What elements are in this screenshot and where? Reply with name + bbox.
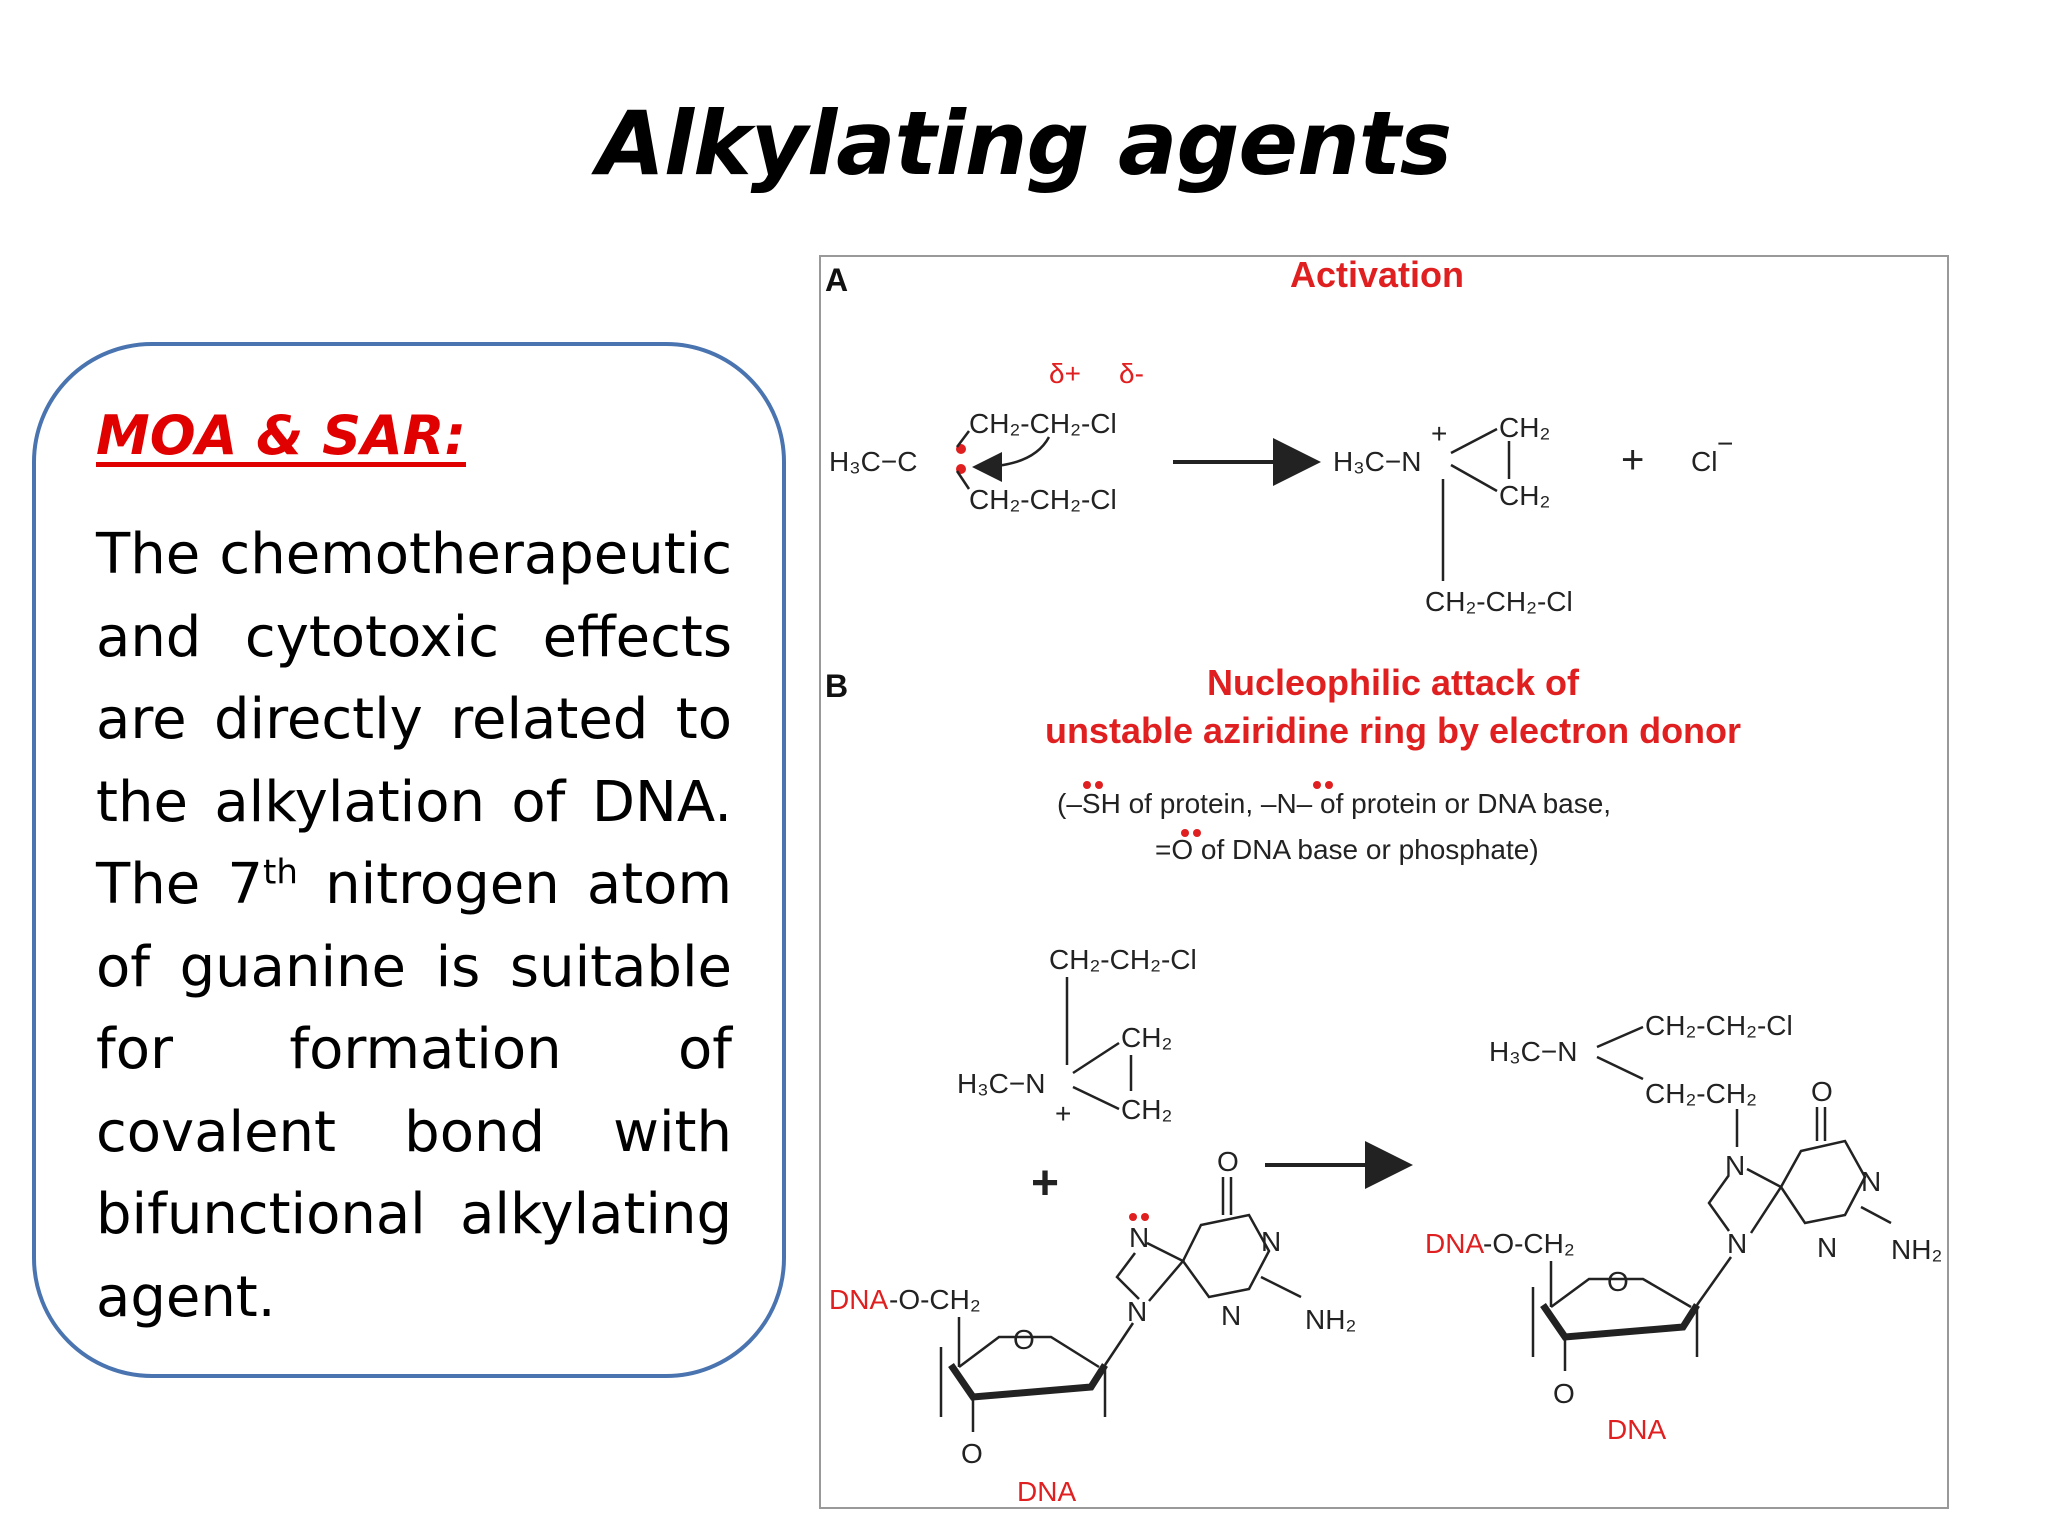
lone-pair-dot bbox=[1325, 781, 1333, 789]
phosphate-o: O bbox=[961, 1438, 983, 1469]
bond-line bbox=[955, 470, 971, 490]
panel-b-label: B bbox=[825, 668, 848, 704]
bond-line bbox=[1596, 1025, 1644, 1049]
aziridine-ch2-bottom: CH₂ bbox=[1499, 480, 1550, 511]
lone-pair-dot bbox=[1129, 1213, 1137, 1221]
moa-text-box: MOA & SAR: The chemotherapeutic and cyto… bbox=[32, 342, 786, 1378]
guanine-n3: N bbox=[1221, 1300, 1241, 1331]
moa-heading: MOA & SAR: bbox=[96, 404, 466, 467]
delta-minus: δ- bbox=[1119, 358, 1144, 389]
chloride-ion: Cl bbox=[1691, 446, 1717, 477]
donor-list-line2: =O of DNA base or phosphate) bbox=[1155, 834, 1539, 865]
moa-text-superscript: th bbox=[263, 852, 298, 893]
product-n7: N bbox=[1725, 1150, 1745, 1181]
plus-sign-b: + bbox=[1031, 1157, 1059, 1210]
aziridinium-ch2-bottom: CH₂ bbox=[1121, 1094, 1172, 1125]
aziridinium-ch2-top: CH₂ bbox=[1121, 1022, 1172, 1053]
product-imidazole-ring bbox=[1746, 1167, 1783, 1234]
product-sugar-ring-top bbox=[1550, 1277, 1692, 1309]
aziridine-ch2-top: CH₂ bbox=[1499, 412, 1550, 443]
product-n1: N bbox=[1861, 1166, 1881, 1197]
aziridinium-h3c: H₃C−N bbox=[957, 1068, 1045, 1099]
panel-a-label: A bbox=[825, 262, 848, 298]
delta-plus: δ+ bbox=[1049, 358, 1081, 389]
reactant-h3c: H₃C−C bbox=[829, 446, 917, 477]
product-sugar-ring-bottom bbox=[1540, 1303, 1700, 1341]
bond-line bbox=[1695, 1256, 1733, 1306]
product-plus-charge: + bbox=[1431, 418, 1447, 449]
sugar-ring-bottom bbox=[948, 1363, 1108, 1401]
guanine-n9: N bbox=[1127, 1296, 1147, 1327]
product-carbonyl-o: O bbox=[1811, 1076, 1833, 1107]
sugar-ring-top bbox=[958, 1335, 1100, 1369]
chloride-charge: − bbox=[1717, 428, 1733, 459]
guanine-carbonyl-o: O bbox=[1217, 1146, 1239, 1177]
moa-text-part2: nitrogen atom of guanine is suitable for… bbox=[96, 852, 732, 1330]
product-dna-label-bottom: DNA bbox=[1607, 1414, 1666, 1445]
aziridinium-chain: CH₂-CH₂-Cl bbox=[1049, 944, 1197, 975]
guanine-nh2: NH₂ bbox=[1305, 1304, 1356, 1335]
mechanism-diagram: A Activation δ+ δ- H₃C−C CH₂-CH₂-Cl CH₂-… bbox=[825, 257, 1942, 1507]
product-dna-label: DNA bbox=[1425, 1228, 1484, 1259]
product-chain-link: CH₂-CH₂ bbox=[1645, 1078, 1757, 1109]
moa-paragraph: The chemotherapeutic and cytotoxic effec… bbox=[96, 514, 732, 1339]
reactant-arm-bottom: CH₂-CH₂-Cl bbox=[969, 484, 1117, 515]
product-h3c-n: H₃C−N bbox=[1489, 1036, 1577, 1067]
lone-pair-dot bbox=[1141, 1213, 1149, 1221]
moa-text-part1: The chemotherapeutic and cytotoxic effec… bbox=[96, 522, 732, 917]
panel-b-title-line2: unstable aziridine ring by electron dono… bbox=[1045, 710, 1741, 751]
bond-line bbox=[1103, 1322, 1135, 1366]
product-pyrimidine-ring bbox=[1779, 1139, 1867, 1225]
bond-line bbox=[1072, 1085, 1120, 1111]
guanine-n1: N bbox=[1261, 1226, 1281, 1257]
bond-line bbox=[1596, 1055, 1644, 1081]
product-chain-top: CH₂-CH₂-Cl bbox=[1645, 1010, 1793, 1041]
slide-title: Alkylating agents bbox=[596, 92, 1452, 195]
lone-pair-dot bbox=[1181, 829, 1189, 837]
lone-pair-dot bbox=[1313, 781, 1321, 789]
product-chain: CH₂-CH₂-Cl bbox=[1425, 586, 1573, 617]
bond-line bbox=[1450, 427, 1498, 455]
sugar-oxygen: O bbox=[1013, 1324, 1035, 1355]
lone-pair-dot bbox=[1095, 781, 1103, 789]
lone-pair-dot bbox=[1193, 829, 1201, 837]
product-sugar-oxygen: O bbox=[1607, 1266, 1629, 1297]
pyrimidine-ring bbox=[1181, 1213, 1271, 1299]
panel-a-title: Activation bbox=[1290, 257, 1464, 295]
product-n9: N bbox=[1727, 1228, 1747, 1259]
bond-line bbox=[1260, 1275, 1302, 1299]
product-nh2: NH₂ bbox=[1891, 1234, 1942, 1265]
guanine-n7: N bbox=[1129, 1222, 1149, 1253]
product-dna-o-ch2: -O-CH₂ bbox=[1483, 1228, 1575, 1259]
lone-pair-dot bbox=[1083, 781, 1091, 789]
panel-b-title-line1: Nucleophilic attack of bbox=[1207, 662, 1580, 703]
imidazole-ring bbox=[1115, 1252, 1140, 1300]
aziridinium-charge: + bbox=[1055, 1098, 1071, 1129]
product-n3: N bbox=[1817, 1232, 1837, 1263]
product-h3c: H₃C−N bbox=[1333, 446, 1421, 477]
donor-list-line1: (–SH of protein, –N– of protein or DNA b… bbox=[1057, 788, 1611, 819]
bond-line bbox=[1860, 1205, 1892, 1225]
dna-label: DNA bbox=[829, 1284, 888, 1315]
mechanism-figure: A Activation δ+ δ- H₃C−C CH₂-CH₂-Cl CH₂-… bbox=[819, 255, 1949, 1509]
bond-line bbox=[1072, 1041, 1120, 1075]
product-imidazole-ring bbox=[1707, 1174, 1731, 1232]
plus-sign: + bbox=[1621, 438, 1644, 482]
dna-o-ch2: -O-CH₂ bbox=[889, 1284, 981, 1315]
curved-arrow bbox=[972, 436, 1051, 482]
bond-line bbox=[1450, 463, 1498, 493]
reactant-arm-top: CH₂-CH₂-Cl bbox=[969, 408, 1117, 439]
imidazole-ring bbox=[1146, 1241, 1185, 1302]
product-phosphate-o: O bbox=[1553, 1378, 1575, 1409]
dna-label-bottom: DNA bbox=[1017, 1476, 1076, 1507]
bond-line bbox=[956, 430, 970, 448]
